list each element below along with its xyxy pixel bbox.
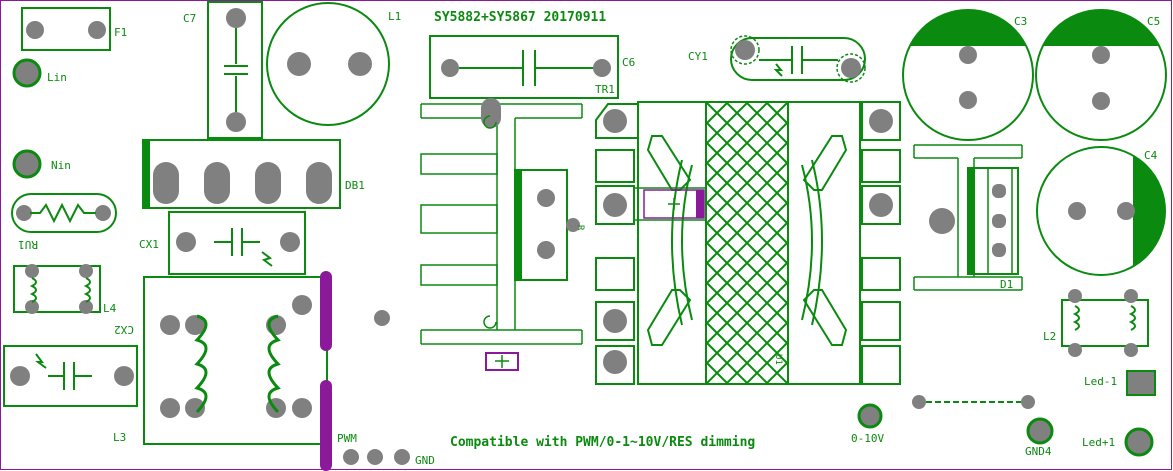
- pad-pwm-2: [367, 449, 383, 465]
- pad-pwm-1: [343, 449, 359, 465]
- board-subtitle: Compatible with PWM/0-1~10V/RES dimming: [450, 435, 755, 450]
- label-l1: L1: [388, 10, 401, 23]
- capacitor-c5: [1035, 9, 1167, 141]
- inductor-l1: [266, 2, 390, 126]
- label-c6: C6: [622, 56, 635, 69]
- pad-led-plus: [1124, 427, 1154, 457]
- label-d1: D1: [1000, 278, 1013, 291]
- inductor-l2: [1061, 289, 1149, 357]
- label-ru1: RU1: [18, 238, 38, 251]
- capacitor-small-purple: [485, 352, 519, 371]
- label-cx2: CX2: [114, 323, 134, 336]
- label-tr1: TR1: [595, 83, 615, 96]
- label-c7: C7: [183, 12, 196, 25]
- heatsink-left: [420, 98, 583, 345]
- varistor-ru1: [11, 193, 117, 233]
- pad-test: [374, 310, 390, 326]
- label-gnd: GND: [415, 454, 435, 467]
- label-f1: F1: [114, 26, 127, 39]
- capacitor-c3: [902, 9, 1034, 141]
- label-0-10v: 0-10V: [851, 432, 884, 445]
- transformer-tr1: [595, 101, 901, 385]
- label-c4: C4: [1144, 149, 1158, 162]
- label-pwm: PWM: [337, 432, 357, 445]
- capacitor-c6: [429, 35, 619, 99]
- label-r: R: [575, 225, 585, 231]
- board-title: SY5882+SY5867 20170911: [434, 10, 606, 25]
- label-c5: C5: [1147, 15, 1160, 28]
- label-lin: Lin: [47, 71, 67, 84]
- capacitor-cy1: [730, 35, 866, 83]
- label-l2: L2: [1043, 330, 1056, 343]
- label-l4: L4: [103, 302, 117, 315]
- capacitor-c4: [1036, 146, 1166, 276]
- jumper: [912, 395, 1035, 409]
- label-led-minus: Led-1: [1084, 375, 1117, 388]
- inductor-l3: [143, 271, 332, 471]
- pad-lin: [12, 58, 42, 88]
- pad-gnd4: [1026, 417, 1054, 445]
- label-cx1: CX1: [139, 238, 159, 251]
- label-gnd4: GND4: [1025, 445, 1052, 458]
- label-nin: Nin: [51, 159, 71, 172]
- pad-nin: [12, 149, 42, 179]
- capacitor-cx1: [168, 211, 306, 275]
- label-c3: C3: [1014, 15, 1027, 28]
- pad-led-minus: [1126, 370, 1156, 396]
- diode-d1: [913, 144, 1023, 291]
- fuse-f1: [21, 7, 111, 51]
- label-cy1: CY1: [688, 50, 708, 63]
- capacitor-c7: [207, 1, 263, 139]
- capacitor-cx2: [3, 345, 138, 407]
- bridge-db1: [142, 139, 341, 209]
- label-led-plus: Led+1: [1082, 436, 1115, 449]
- label-u1: U1: [773, 354, 783, 365]
- label-db1: DB1: [345, 179, 365, 192]
- pad-0-10v: [857, 403, 883, 429]
- label-l3: L3: [113, 431, 126, 444]
- inductor-l4: [13, 264, 101, 314]
- pad-gnd: [394, 449, 410, 465]
